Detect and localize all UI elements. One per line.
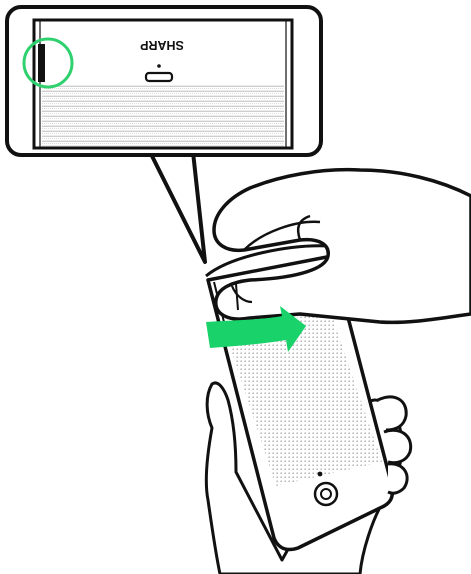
peeling-hand-outline — [214, 170, 471, 323]
camera-lens-icon — [315, 483, 337, 505]
camera-flash-dot — [318, 472, 323, 477]
zoomed-cover-textured-area — [42, 84, 284, 148]
peeling-hand — [214, 170, 471, 323]
callout-logo-text: SHARP — [140, 38, 184, 52]
zoomed-back-cover: SHARP — [34, 20, 292, 148]
callout-tail — [150, 152, 205, 262]
zoomed-camera-slot — [146, 73, 172, 81]
zoomed-edge-notch — [38, 44, 45, 82]
